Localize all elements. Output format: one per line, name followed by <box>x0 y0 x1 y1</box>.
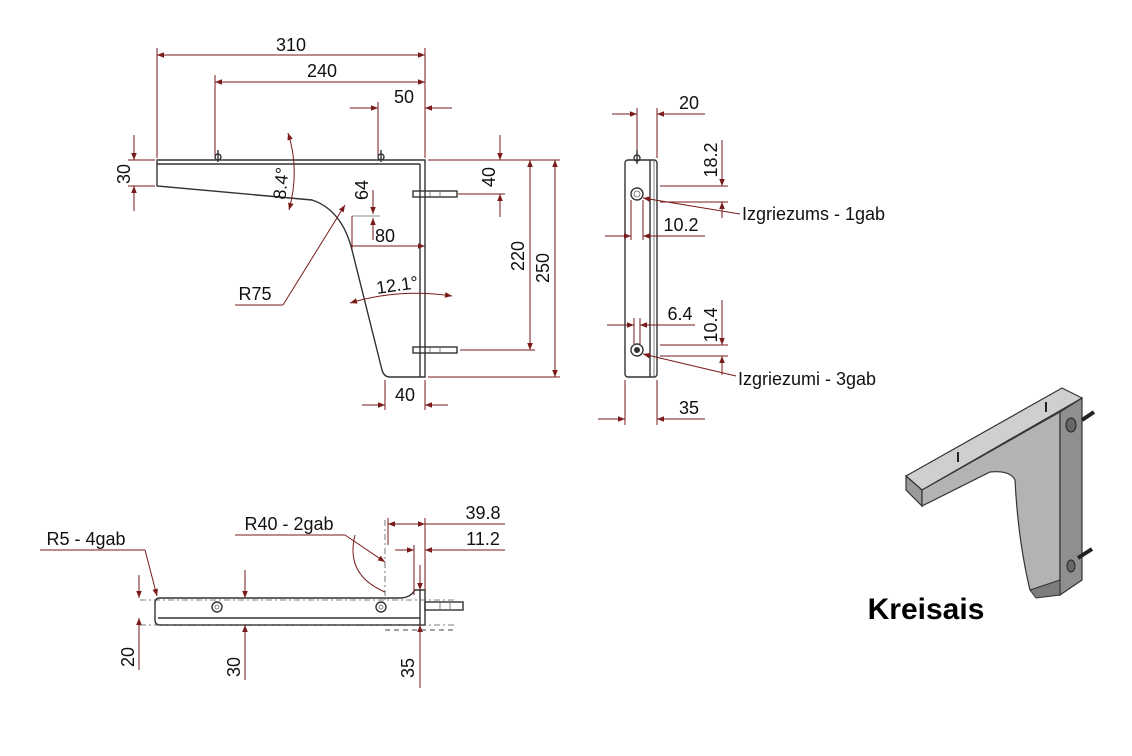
screw-icon <box>377 150 385 162</box>
dim-250: 250 <box>533 253 553 283</box>
bolt-icon <box>412 190 458 198</box>
dim-30-top: 30 <box>224 657 244 677</box>
dim-8-4-angle: 8.4° <box>269 166 292 200</box>
dim-310: 310 <box>276 35 306 55</box>
isometric-view <box>904 387 1096 599</box>
dim-220: 220 <box>508 241 528 271</box>
dim-10-4: 10.4 <box>701 307 721 342</box>
bolt-icon <box>424 601 464 611</box>
dim-18-2: 18.2 <box>701 142 721 177</box>
front-view: 310 240 50 30 8.4° 64 80 40 <box>114 35 560 410</box>
side-view: 20 18.2 Izgriezums - 1gab 10.2 6.4 10.4 … <box>598 93 885 425</box>
dim-35-top: 35 <box>398 658 418 678</box>
dim-12-1-angle: 12.1° <box>375 272 420 298</box>
dim-30-left: 30 <box>114 164 134 184</box>
dim-240: 240 <box>307 61 337 81</box>
dim-80: 80 <box>375 226 395 246</box>
screw-icon <box>633 150 641 164</box>
dim-r5: R5 - 4gab <box>46 529 125 549</box>
screw-icon <box>214 150 222 162</box>
dim-r40: R40 - 2gab <box>244 514 333 534</box>
callout-hole-1: Izgriezums - 1gab <box>742 204 885 224</box>
dim-40-right: 40 <box>479 167 499 187</box>
dim-10-2: 10.2 <box>663 215 698 235</box>
dim-50: 50 <box>394 87 414 107</box>
dim-r75: R75 <box>238 284 271 304</box>
dim-35-side: 35 <box>679 398 699 418</box>
dim-20-top: 20 <box>118 647 138 667</box>
bolt-icon <box>412 346 458 354</box>
dim-64: 64 <box>352 180 372 200</box>
hole-icon <box>211 601 223 613</box>
dim-11-2: 11.2 <box>466 529 500 549</box>
hole-icon <box>630 187 644 201</box>
hole-icon <box>630 343 644 357</box>
bolt-icon <box>1076 547 1094 560</box>
view-title: Kreisais <box>868 593 985 626</box>
hole-icon <box>1065 417 1077 433</box>
hole-icon <box>1066 559 1076 573</box>
dim-6-4: 6.4 <box>667 304 692 324</box>
dim-20-side: 20 <box>679 93 699 113</box>
dim-39-8: 39.8 <box>465 503 500 523</box>
dim-40-bottom: 40 <box>395 385 415 405</box>
callout-hole-3: Izgriezumi - 3gab <box>738 369 876 389</box>
hole-icon <box>375 601 387 613</box>
top-view: R40 - 2gab R5 - 4gab 39.8 11.2 20 30 35 <box>40 503 505 688</box>
bolt-icon <box>1080 410 1096 422</box>
